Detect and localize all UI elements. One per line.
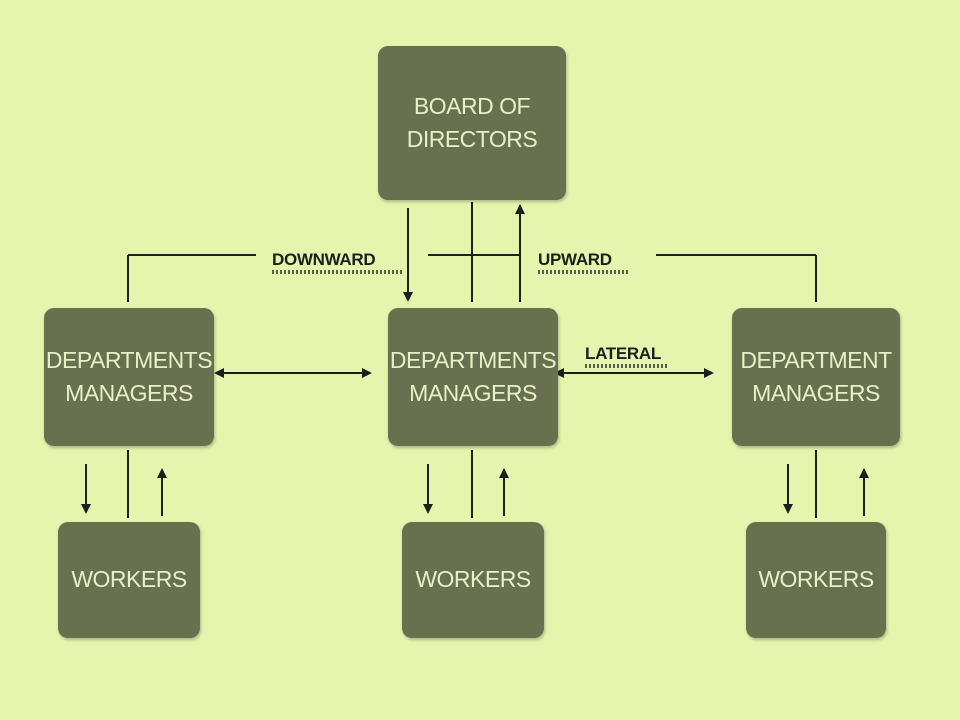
workers-left-label: WORKERS: [71, 566, 187, 593]
workers-right-box: WORKERS: [746, 522, 886, 638]
manager-center-line-1: DEPARTMENTS: [389, 346, 557, 373]
manager-center-line-2: MANAGERS: [409, 380, 537, 406]
department-managers-right-box: DEPARTMENT MANAGERS: [732, 308, 900, 446]
workers-left-box: WORKERS: [58, 522, 200, 638]
lateral-underline: [585, 364, 669, 368]
board-line-1: BOARD OF: [413, 92, 531, 119]
upward-label: UPWARD: [538, 250, 612, 269]
upward-underline: [538, 270, 628, 274]
workers-right-label: WORKERS: [758, 566, 874, 593]
downward-label: DOWNWARD: [272, 250, 376, 269]
departments-managers-left-box: DEPARTMENTS MANAGERS: [44, 308, 214, 446]
manager-left-line-1: DEPARTMENTS: [45, 346, 213, 373]
workers-center-box: WORKERS: [402, 522, 544, 638]
manager-left-line-2: MANAGERS: [65, 380, 193, 406]
workers-center-label: WORKERS: [415, 566, 531, 593]
departments-managers-center-box: DEPARTMENTS MANAGERS: [388, 308, 558, 446]
manager-right-line-1: DEPARTMENT: [740, 346, 892, 373]
manager-right-line-2: MANAGERS: [752, 380, 880, 406]
downward-underline: [272, 270, 402, 274]
board-line-2: DIRECTORS: [406, 126, 538, 152]
lateral-label: LATERAL: [585, 344, 661, 363]
board-of-directors-box: BOARD OF DIRECTORS: [378, 46, 566, 200]
